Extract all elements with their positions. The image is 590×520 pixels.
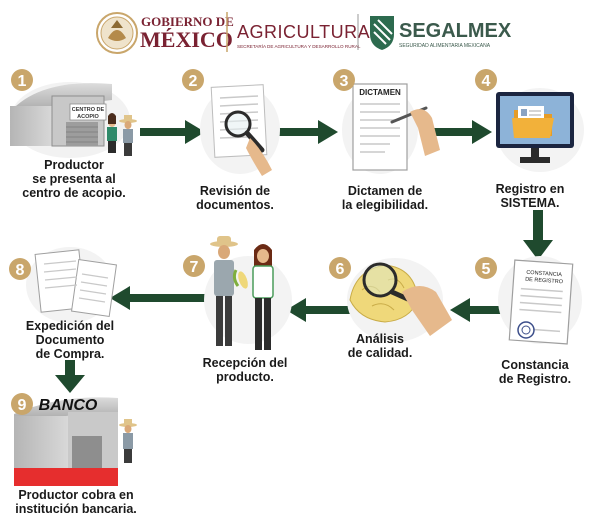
step-4-illustration (496, 88, 584, 172)
step-6-label: Análisis de calidad. (347, 332, 413, 360)
step-2-number: 2 (182, 69, 204, 91)
step-4-number: 4 (475, 69, 497, 91)
step-1-label: Productor se presenta al centro de acopi… (22, 158, 126, 200)
step-9-label: Productor cobra en institución bancaria. (15, 488, 137, 516)
svg-text:9: 9 (18, 397, 27, 414)
step-1-illustration: CENTRO DE ACOPIO (10, 82, 137, 158)
seal-stamp-icon (517, 321, 535, 339)
bank-red-stripe (14, 468, 118, 486)
step-8-number: 8 (9, 258, 31, 280)
step-8-illustration (26, 247, 117, 323)
step-4-label: Registro en SISTEMA. (495, 182, 565, 210)
warehouse-sign-line2: ACOPIO (77, 114, 99, 120)
arrow-1-to-2 (140, 120, 205, 144)
agricultura-subtitle: SECRETARÍA DE AGRICULTURA Y DESARROLLO R… (237, 43, 361, 49)
arrow-7-to-8 (110, 286, 205, 310)
constancia-doc-title-line1: CONSTANCIA (526, 270, 562, 278)
arrow-6-to-7 (286, 298, 355, 322)
arrow-3-to-4 (420, 120, 492, 144)
magnifier-icon (362, 262, 413, 303)
arrow-4-to-5 (523, 210, 553, 260)
step-5-label: Constancia de Registro. (498, 358, 572, 386)
step-7-illustration (204, 236, 292, 350)
svg-text:1: 1 (18, 73, 27, 90)
producer-man-figure (119, 115, 137, 156)
step-3-number: 3 (333, 69, 355, 91)
constancia-doc-title-line2: DE REGISTRO (525, 277, 564, 286)
staff-woman-figure (252, 244, 274, 350)
step-7-number: 7 (183, 255, 205, 277)
svg-text:6: 6 (336, 261, 345, 278)
arrow-2-to-3 (262, 120, 338, 144)
svg-text:7: 7 (190, 259, 199, 276)
segalmex-title: SEGALMEX (399, 20, 512, 42)
producer-man-figure (119, 419, 137, 463)
step-8-label: Expedición del Documento de Compra. (25, 319, 115, 361)
producer-woman-figure (107, 113, 117, 153)
step-3-label: Dictamen de la elegibilidad. (341, 184, 429, 212)
flow-arrows (55, 120, 553, 393)
svg-text:2: 2 (189, 73, 198, 90)
step-3-illustration: DICTAMEN (342, 83, 440, 174)
svg-text:5: 5 (482, 261, 491, 278)
step-6-illustration (347, 258, 452, 342)
step-5-number: 5 (475, 257, 497, 279)
gobierno-line1: GOBIERNO DE (141, 14, 234, 29)
folder-icon (512, 106, 554, 138)
producer-man-figure (210, 236, 238, 346)
svg-text:4: 4 (482, 73, 491, 90)
arrow-5-to-6 (450, 298, 515, 322)
segalmex-subtitle: SEGURIDAD ALIMENTARIA MEXICANA (399, 43, 491, 49)
bank-sign: BANCO (39, 397, 98, 414)
warehouse-sign-line1: CENTRO DE (72, 107, 105, 113)
step-numbers: 1 2 3 4 5 6 7 8 9 (9, 69, 497, 415)
header: GOBIERNO DE MÉXICO AGRICULTURA SECRETARÍ… (96, 12, 512, 54)
step-7-label: Recepción del producto. (202, 356, 288, 384)
step-9-number: 9 (11, 393, 33, 415)
gobierno-line2: MÉXICO (140, 27, 233, 52)
step-2-illustration (200, 84, 280, 176)
step-5-illustration: CONSTANCIA DE REGISTRO (498, 256, 582, 345)
step-2-label: Revisión de documentos. (196, 184, 274, 212)
segalmex-logo-mark (370, 16, 394, 50)
corn-cob-icon (232, 269, 248, 289)
dictamen-doc-title: DICTAMEN (359, 88, 401, 97)
step-1-number: 1 (11, 69, 33, 91)
mexico-seal-logo (96, 12, 138, 54)
step-6-number: 6 (329, 257, 351, 279)
arrow-8-to-9 (55, 360, 85, 393)
svg-text:3: 3 (340, 73, 349, 90)
step-9-illustration: BANCO (14, 397, 137, 486)
agricultura-title: AGRICULTURA (237, 22, 370, 42)
svg-text:8: 8 (16, 262, 25, 279)
magnifier-icon (224, 110, 265, 153)
